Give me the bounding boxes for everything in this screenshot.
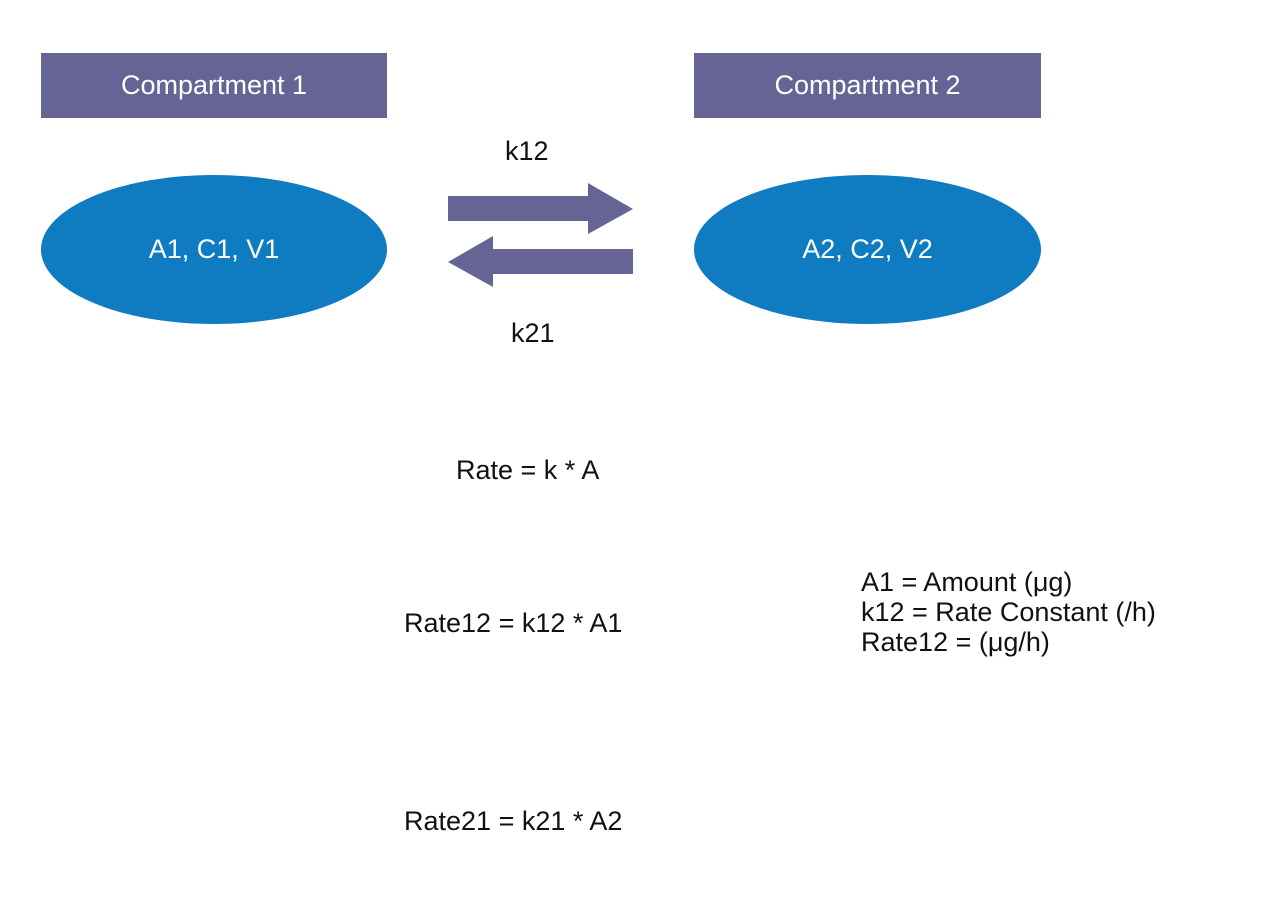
- forward-arrow-icon: [448, 183, 633, 234]
- forward-rate-label: k12: [505, 136, 549, 166]
- definition-amount: A1 = Amount (μg): [861, 567, 1073, 597]
- definition-rate-constant: k12 = Rate Constant (/h): [861, 597, 1156, 627]
- compartment-2-header: Compartment 2: [694, 53, 1041, 118]
- definition-rate-units: Rate12 = (μg/h): [861, 627, 1050, 657]
- general-rate-equation: Rate = k * A: [456, 455, 600, 485]
- compartment-1-header: Compartment 1: [41, 53, 387, 118]
- rate12-equation: Rate12 = k12 * A1: [404, 608, 623, 638]
- transfer-arrows: [448, 183, 633, 287]
- compartment-1-title: Compartment 1: [120, 70, 308, 100]
- compartment-1-contents: A1, C1, V1: [148, 234, 280, 264]
- compartment-2-ellipse: A2, C2, V2: [694, 175, 1041, 324]
- backward-arrow-icon: [448, 236, 633, 287]
- backward-rate-label: k21: [511, 318, 555, 348]
- compartment-1-ellipse: A1, C1, V1: [41, 175, 387, 324]
- rate21-equation: Rate21 = k21 * A2: [404, 806, 623, 836]
- compartment-2-title: Compartment 2: [774, 70, 961, 100]
- definitions-block: A1 = Amount (μg) k12 = Rate Constant (/h…: [861, 567, 1156, 657]
- compartment-2-contents: A2, C2, V2: [802, 234, 933, 264]
